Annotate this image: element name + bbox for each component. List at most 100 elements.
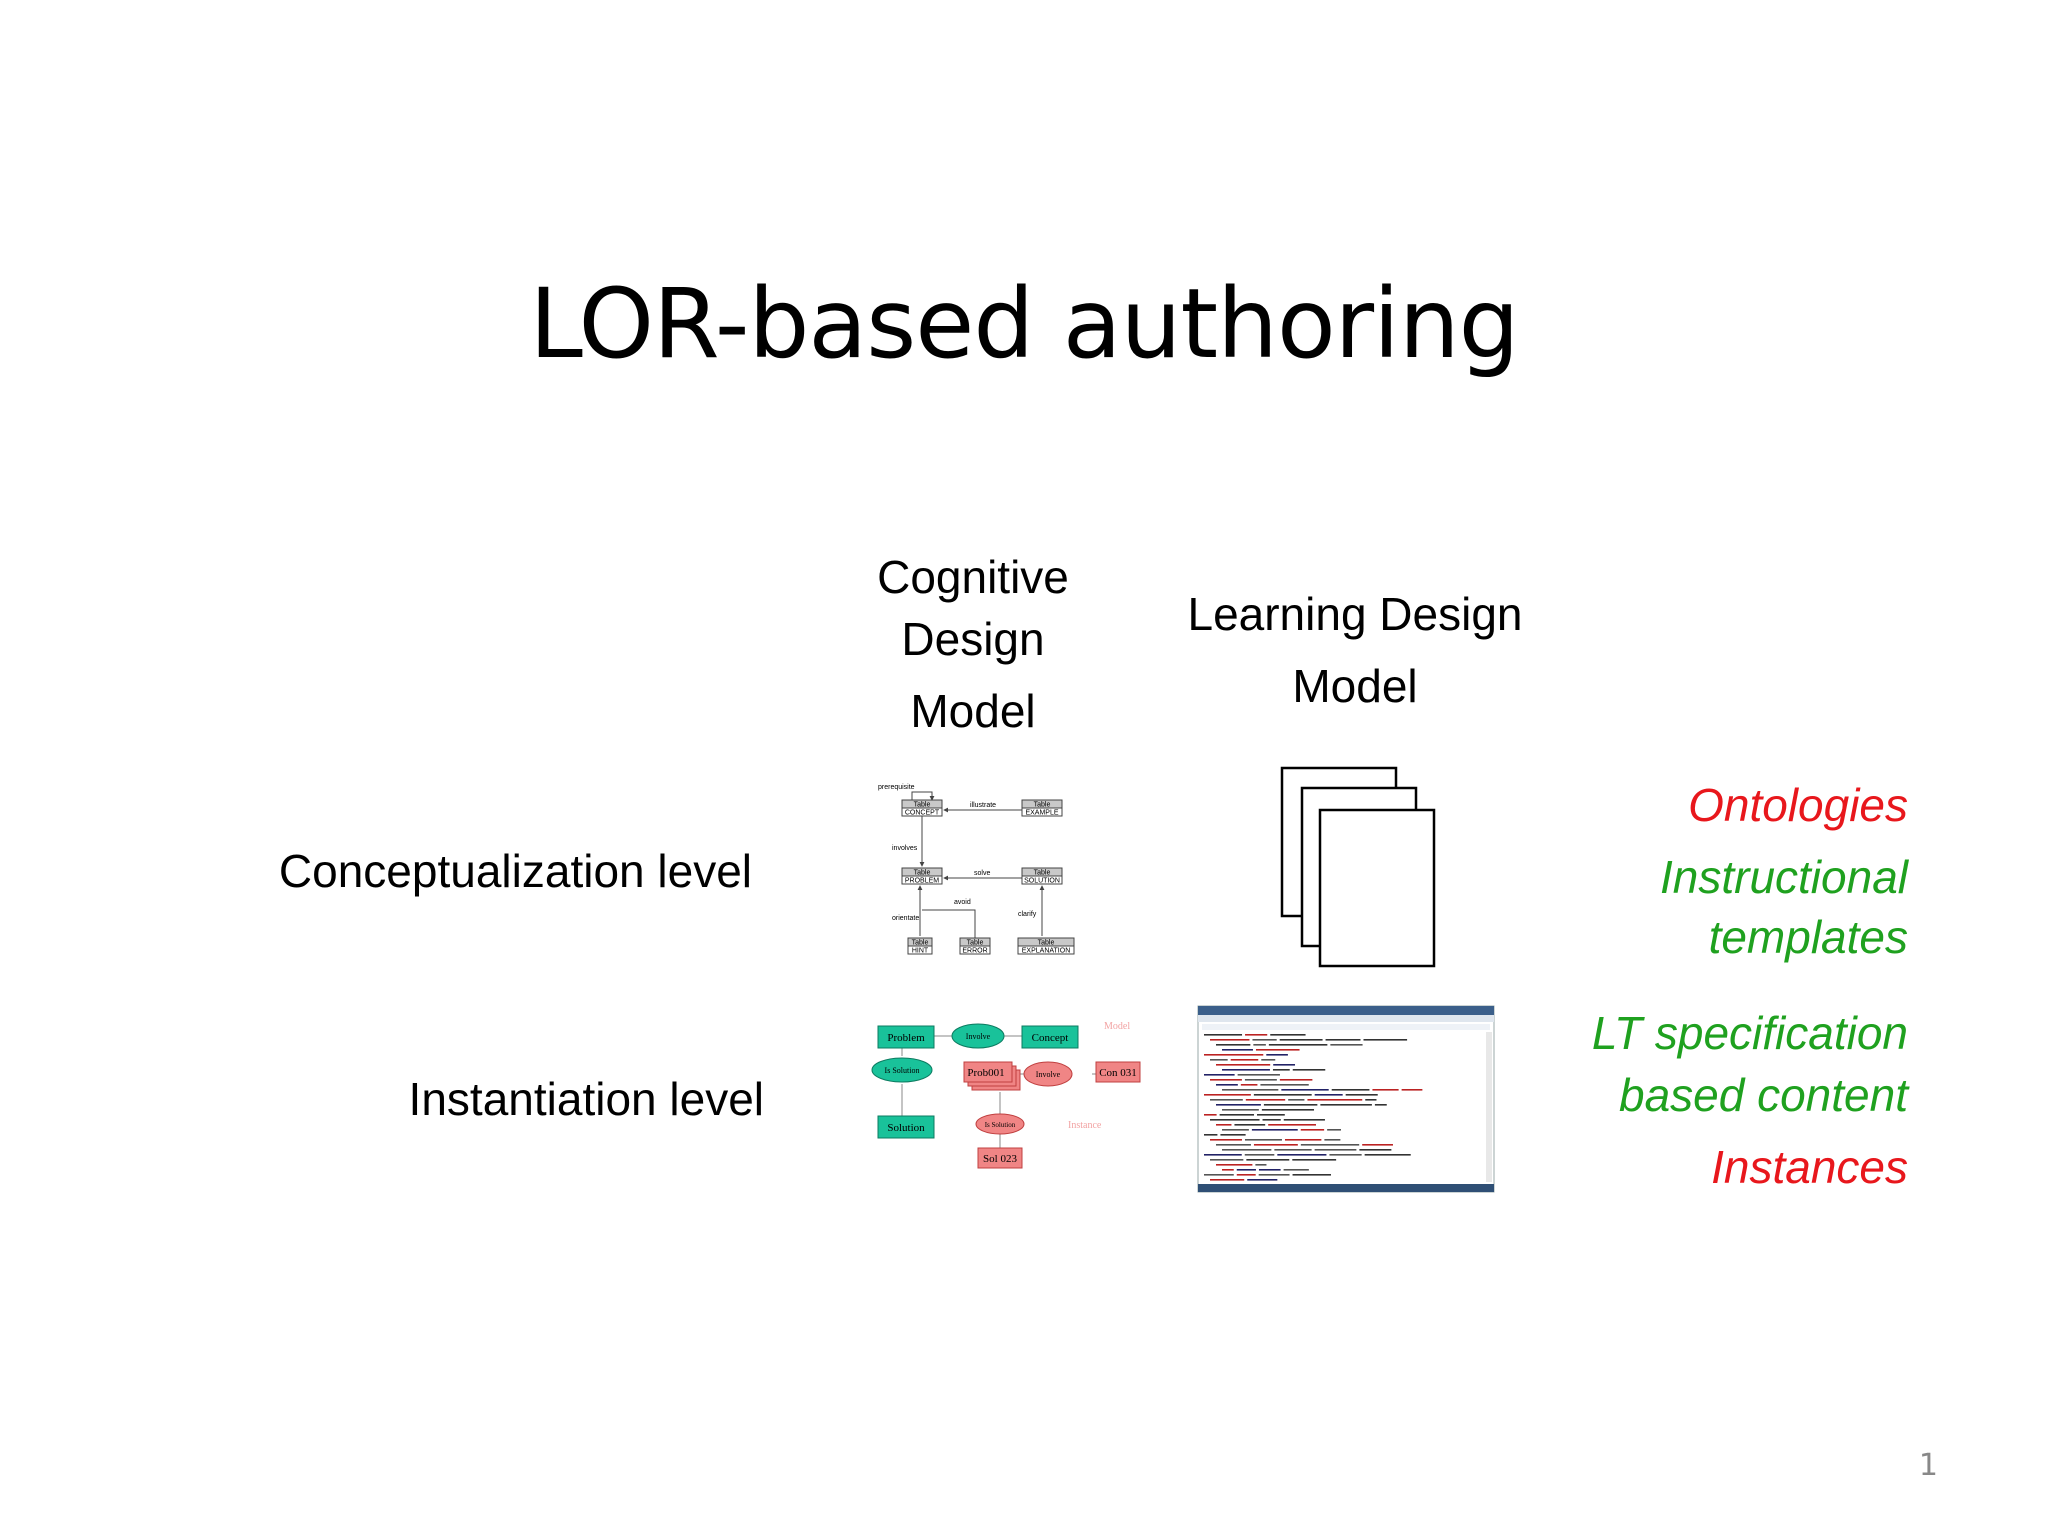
xml-text-line [1222,1069,1270,1071]
xml-text-line [1257,1114,1285,1116]
xml-text-line [1279,1079,1313,1081]
label-templates: templates [1708,911,1908,963]
xml-text-line [1220,1134,1246,1136]
xml-text-line [1210,1059,1228,1061]
xml-text-line [1210,1079,1242,1081]
xml-text-line [1255,1164,1267,1166]
cognitive-model-diagram: Table CONCEPT Table EXAMPLE Table PROBLE… [878,784,1075,955]
xml-text-line [1255,1049,1300,1051]
xml-text-line [1210,1179,1245,1181]
label-ontologies: Ontologies [1688,779,1908,831]
xml-text-line [1253,1094,1312,1096]
xml-text-line [1210,1039,1250,1041]
xml-text-line [1314,1149,1357,1151]
uml-header: Table [914,802,931,809]
node-prob001: Prob001 [963,1061,1021,1091]
xml-text-line [1272,1069,1290,1071]
edge-illustrate: illustrate [970,802,996,809]
xml-text-line [1401,1089,1423,1091]
uml-table-solution: Table SOLUTION [1021,867,1063,885]
page-number: 1 [1918,1448,1938,1483]
xml-text-line [1216,1044,1251,1046]
xml-text-line [1230,1059,1259,1061]
xml-text-line [1270,1034,1306,1036]
xml-text-line [1363,1039,1408,1041]
xml-text-line [1222,1129,1249,1131]
xml-text-line [1288,1099,1305,1101]
xml-text-line [1204,1074,1235,1076]
xml-text-line [1307,1099,1363,1101]
instance-caption: Instance [1068,1120,1102,1131]
uml-table-concept: Table CONCEPT [901,799,943,817]
uml-table-error: Table ERROR [959,937,991,955]
xml-text-line [1204,1094,1251,1096]
xml-text-line [1283,1119,1325,1121]
edge-clarify: clarify [1018,911,1037,918]
xml-text-line [1374,1104,1387,1106]
xml-text-line [1261,1059,1276,1061]
xml-text-line [1204,1134,1218,1136]
xml-text-line [1263,1104,1318,1106]
label-instructional: Instructional [1659,851,1908,903]
xml-text-line [1329,1154,1362,1156]
uml-header: Table [912,940,929,947]
xml-text-line [1210,1159,1244,1161]
xml-text-line [1204,1154,1242,1156]
xml-text-line [1246,1159,1290,1161]
xml-text-line [1216,1164,1253,1166]
uml-name: SOLUTION [1024,878,1060,885]
xml-text-line [1237,1074,1280,1076]
xml-text-line [1247,1179,1278,1181]
node-label: Problem [887,1032,925,1044]
xml-text-line [1216,1064,1271,1066]
xml-text-line [1210,1099,1243,1101]
xml-text-line [1292,1174,1331,1176]
xml-text-line [1331,1089,1370,1091]
xml-text-line [1252,1039,1277,1041]
xml-text-line [1210,1139,1242,1141]
edge-involves: involves [892,845,918,852]
node-sol023: Sol 023 [977,1147,1023,1169]
edge-avoid: avoid [954,899,971,906]
node-is-solution-instance: Is Solution [975,1113,1025,1135]
xml-text-line [1204,1054,1264,1056]
xml-text-line [1236,1169,1256,1171]
xml-text-line [1251,1129,1298,1131]
xml-text-line [1362,1144,1393,1146]
node-label: Con 031 [1099,1067,1137,1079]
xml-editor-screenshot [1197,1005,1495,1193]
xml-text-line [1253,1144,1298,1146]
xml-text-line [1283,1169,1309,1171]
node-label: Is Solution [985,1121,1016,1129]
xml-text-line [1222,1049,1253,1051]
row-label-instantiation: Instantiation level [408,1073,764,1125]
instance-diagram: Problem Involve Concept Model Is Solutio… [871,1021,1141,1169]
xml-text-line [1345,1094,1378,1096]
xml-text-line [1236,1174,1256,1176]
xml-text-line [1273,1064,1296,1066]
uml-table-example: Table EXAMPLE [1021,799,1063,817]
uml-name: ERROR [962,948,987,955]
xml-text-line [1268,1044,1328,1046]
xml-text-line [1364,1154,1411,1156]
xml-text-line [1204,1034,1243,1036]
xml-text-line [1325,1039,1361,1041]
node-involve: Involve [951,1023,1005,1049]
xml-text-line [1210,1119,1260,1121]
xml-text-line [1300,1129,1325,1131]
xml-text-line [1216,1084,1238,1086]
uml-header: Table [914,870,931,877]
uml-name: PROBLEM [905,878,939,885]
xml-text-line [1327,1129,1341,1131]
learning-line2: Model [1292,660,1418,712]
xml-text-line [1284,1139,1322,1141]
node-problem: Problem [877,1025,935,1049]
xml-text-line [1262,1119,1281,1121]
node-label: Solution [887,1122,925,1134]
xml-text-line [1222,1109,1259,1111]
cognitive-line3: Model [910,685,1036,737]
node-concept: Concept [1021,1025,1079,1049]
edge-orientate: orientate [892,915,919,922]
xml-text-line [1281,1089,1329,1091]
uml-table-problem: Table PROBLEM [901,867,943,885]
